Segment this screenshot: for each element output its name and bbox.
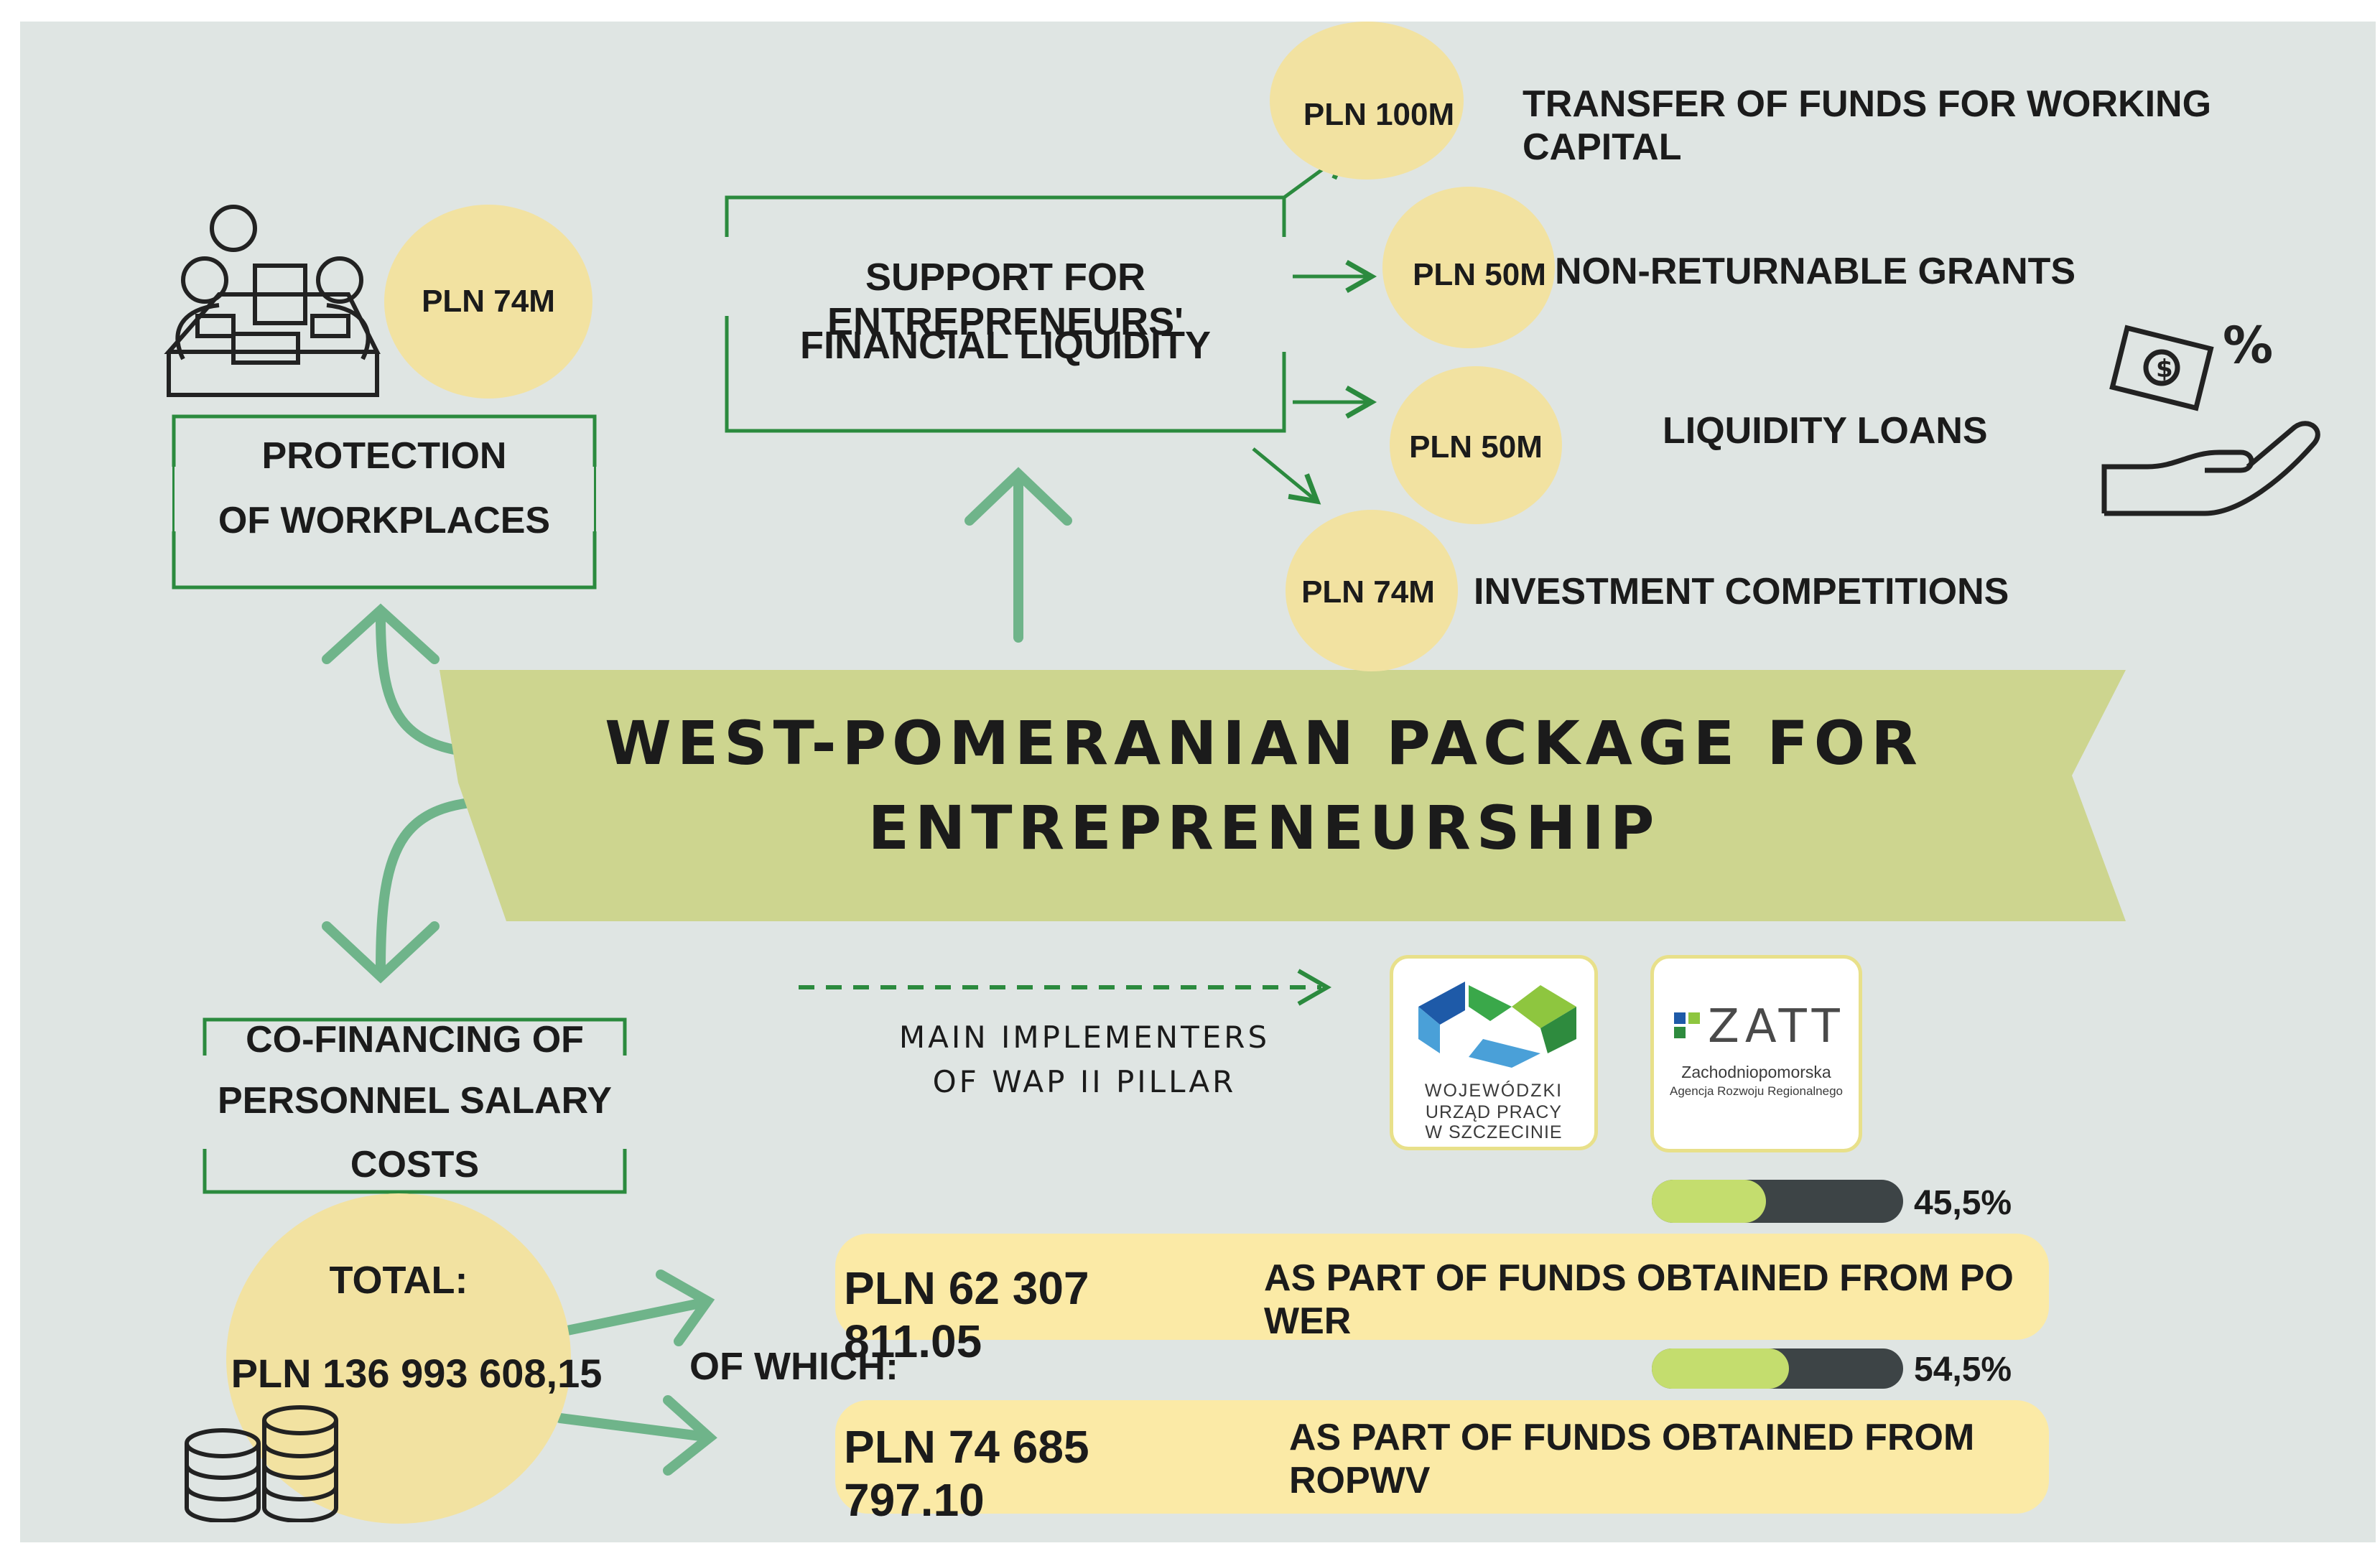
- money-hand-icon: $ %: [2097, 323, 2334, 517]
- protection-line1: PROTECTION: [261, 435, 507, 477]
- wup-line1: WOJEWÓDZKI: [1424, 1081, 1563, 1101]
- arrow-up-liquidity: [964, 467, 1072, 643]
- protection-amount-circle: [384, 205, 592, 399]
- powet-share-bar: [1652, 1180, 1903, 1223]
- meeting-icon: [154, 201, 391, 402]
- wup-logo-icon: [1418, 982, 1576, 1068]
- zarr-line1: Zachodniopomorska: [1681, 1063, 1831, 1081]
- svg-text:$: $: [2156, 355, 2173, 383]
- arrow-total-to-ropwv: [555, 1413, 705, 1441]
- banner-title-line1: WEST-POMERANIAN PACKAGE FOR: [605, 708, 1923, 778]
- total-amount: PLN 136 993 608,15: [231, 1351, 603, 1396]
- dashed-arrow-implementers: [799, 969, 1332, 1006]
- arrow-total-to-powet: [555, 1298, 705, 1337]
- liquidity-bracket: [725, 195, 1286, 433]
- grants-label: NON-RETURNABLE GRANTS: [1555, 251, 2076, 292]
- grants-amount: PLN 50M: [1413, 257, 1546, 292]
- total-circle: [226, 1193, 571, 1524]
- working-capital-amount: PLN 100M: [1303, 97, 1455, 132]
- ropwv-share-fill: [1652, 1348, 1789, 1389]
- powet-percent: 45,5%: [1914, 1184, 2012, 1222]
- wup-logo-card: WOJEWÓDZKI URZĄD PRACY W SZCZECINIE: [1390, 955, 1598, 1150]
- powet-share-fill: [1652, 1180, 1767, 1223]
- liquidity-line1: SUPPORT FOR ENTREPRENEURS': [827, 256, 1184, 343]
- ropwv-share-bar: [1652, 1348, 1903, 1389]
- powet-amount: PLN 62 307 811.05: [844, 1262, 1089, 1367]
- investment-circle: [1286, 510, 1458, 671]
- arrow-to-investment: [1252, 447, 1321, 505]
- investment-label: INVESTMENT COMPETITIONS: [1474, 571, 2009, 612]
- banner-title-line2: ENTREPRENEURSHIP: [868, 793, 1660, 863]
- protection-line2: OF WORKPLACES: [218, 500, 551, 541]
- ropwv-pill: [835, 1400, 2049, 1514]
- investment-amount: PLN 74M: [1301, 574, 1435, 610]
- zarr-line2: Agencja Rozwoju Regionalnego: [1670, 1084, 1843, 1098]
- working-capital-label: TRANSFER OF FUNDS FOR WORKING CAPITAL: [1523, 83, 2212, 168]
- working-capital-circle: [1270, 22, 1464, 180]
- wup-line2: URZĄD PRACY: [1425, 1102, 1563, 1122]
- ropwv-amount: PLN 74 685 797.10: [844, 1421, 1089, 1526]
- ropwv-percent: 54,5%: [1914, 1351, 2012, 1389]
- liquidity-line2: FINANCIAL LIQUIDITY: [800, 324, 1211, 367]
- cofinancing-line1: CO-FINANCING OF: [246, 1019, 584, 1061]
- implementers-line2: OF WAP II PILLAR: [932, 1064, 1237, 1099]
- loans-label: LIQUIDITY LOANS: [1663, 410, 1988, 452]
- zarr-logo-card: ZATT Zachodniopomorska Agencja Rozwoju R…: [1650, 955, 1862, 1152]
- protection-amount: PLN 74M: [422, 284, 555, 319]
- powet-pill: [835, 1234, 2049, 1340]
- cofinancing-line3: COSTS: [350, 1144, 480, 1185]
- cofinancing-line2: PERSONNEL SALARY: [218, 1080, 612, 1122]
- implementers-line1: MAIN IMPLEMENTERS: [898, 1020, 1270, 1055]
- coins-icon: [180, 1400, 345, 1522]
- total-label: TOTAL:: [329, 1259, 468, 1302]
- zarr-name: ZATT: [1708, 1000, 1846, 1053]
- ropwv-label: AS PART OF FUNDS OBTAINED FROM ROPWV: [1289, 1417, 1975, 1501]
- loans-circle: [1390, 366, 1562, 524]
- zarr-mark-icon: [1674, 1012, 1703, 1041]
- grants-circle: [1382, 187, 1555, 348]
- of-which-label: OF WHICH:: [689, 1345, 898, 1388]
- svg-text:%: %: [2223, 323, 2273, 375]
- loans-amount: PLN 50M: [1409, 429, 1543, 465]
- protection-box: [172, 416, 596, 589]
- wup-line3: W SZCZECINIE: [1425, 1122, 1563, 1142]
- powet-label: AS PART OF FUNDS OBTAINED FROM PO WER: [1264, 1257, 2014, 1342]
